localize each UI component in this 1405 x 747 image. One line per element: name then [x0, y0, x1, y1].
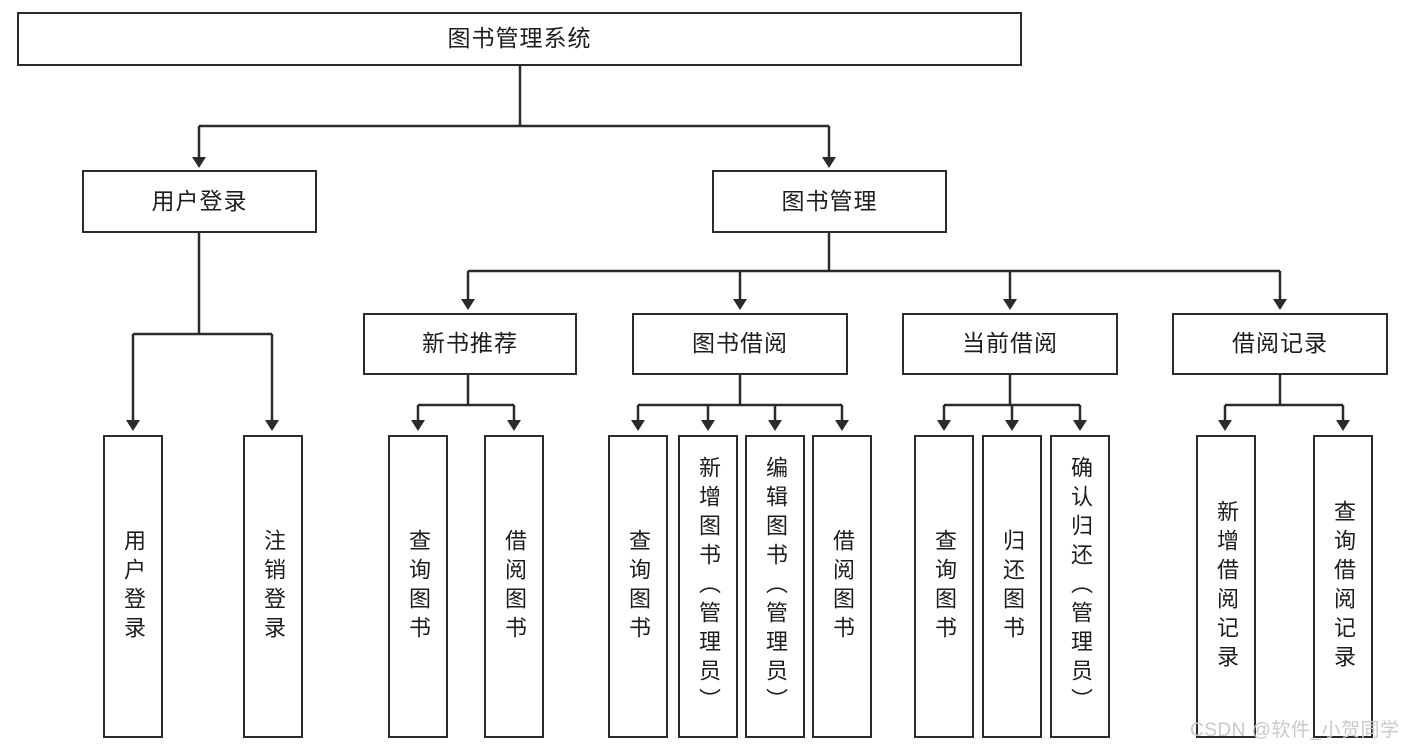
node-label: 查询图书 [406, 528, 431, 645]
node-label: 借阅记录 [1232, 330, 1328, 357]
node-label: 用户登录 [151, 187, 248, 214]
leaf-add-borrow-record[interactable]: 新增借阅记录 [1196, 435, 1256, 738]
csdn-watermark: CSDN @软件_小贺同学 [1190, 720, 1400, 741]
node-user-login[interactable]: 用户登录 [82, 170, 317, 233]
node-label: 注销登录 [261, 528, 286, 645]
node-book-borrow[interactable]: 图书借阅 [632, 313, 848, 375]
node-label: 查询图书 [932, 528, 957, 645]
leaf-query-book-current[interactable]: 查询图书 [914, 435, 974, 738]
leaf-return-book[interactable]: 归还图书 [982, 435, 1042, 738]
node-label: 新增借阅记录 [1214, 499, 1239, 674]
leaf-borrow-book[interactable]: 借阅图书 [812, 435, 872, 738]
leaf-edit-book-admin[interactable]: 编辑图书（管理员） [745, 435, 805, 738]
node-label: 新书推荐 [422, 330, 518, 357]
node-label: 用户登录 [121, 528, 146, 645]
node-label: 借阅图书 [502, 528, 527, 645]
leaf-user-login[interactable]: 用户登录 [103, 435, 163, 738]
node-label: 当前借阅 [962, 330, 1058, 357]
leaf-query-borrow-record[interactable]: 查询借阅记录 [1313, 435, 1373, 738]
leaf-confirm-return-admin[interactable]: 确认归还（管理员） [1050, 435, 1110, 738]
node-label: 查询借阅记录 [1331, 499, 1356, 674]
node-label: 新增图书（管理员） [696, 456, 721, 717]
leaf-logout-login[interactable]: 注销登录 [243, 435, 303, 738]
leaf-query-book-borrow[interactable]: 查询图书 [608, 435, 668, 738]
node-label: 借阅图书 [830, 528, 855, 645]
node-label: 确认归还（管理员） [1068, 456, 1093, 717]
node-label: 图书借阅 [692, 330, 788, 357]
leaf-query-book-recommend[interactable]: 查询图书 [388, 435, 448, 738]
node-label: 查询图书 [626, 528, 651, 645]
node-label: 图书管理系统 [447, 25, 592, 52]
node-new-book-recommend[interactable]: 新书推荐 [363, 313, 577, 375]
node-borrow-record[interactable]: 借阅记录 [1172, 313, 1388, 375]
node-label: 编辑图书（管理员） [763, 456, 788, 717]
node-label: 图书管理 [781, 187, 878, 214]
node-book-management[interactable]: 图书管理 [712, 170, 947, 233]
node-current-borrow[interactable]: 当前借阅 [902, 313, 1118, 375]
leaf-add-book-admin[interactable]: 新增图书（管理员） [678, 435, 738, 738]
leaf-borrow-book-recommend[interactable]: 借阅图书 [484, 435, 544, 738]
node-label: 归还图书 [1000, 528, 1025, 645]
node-root-book-management-system[interactable]: 图书管理系统 [17, 12, 1022, 66]
